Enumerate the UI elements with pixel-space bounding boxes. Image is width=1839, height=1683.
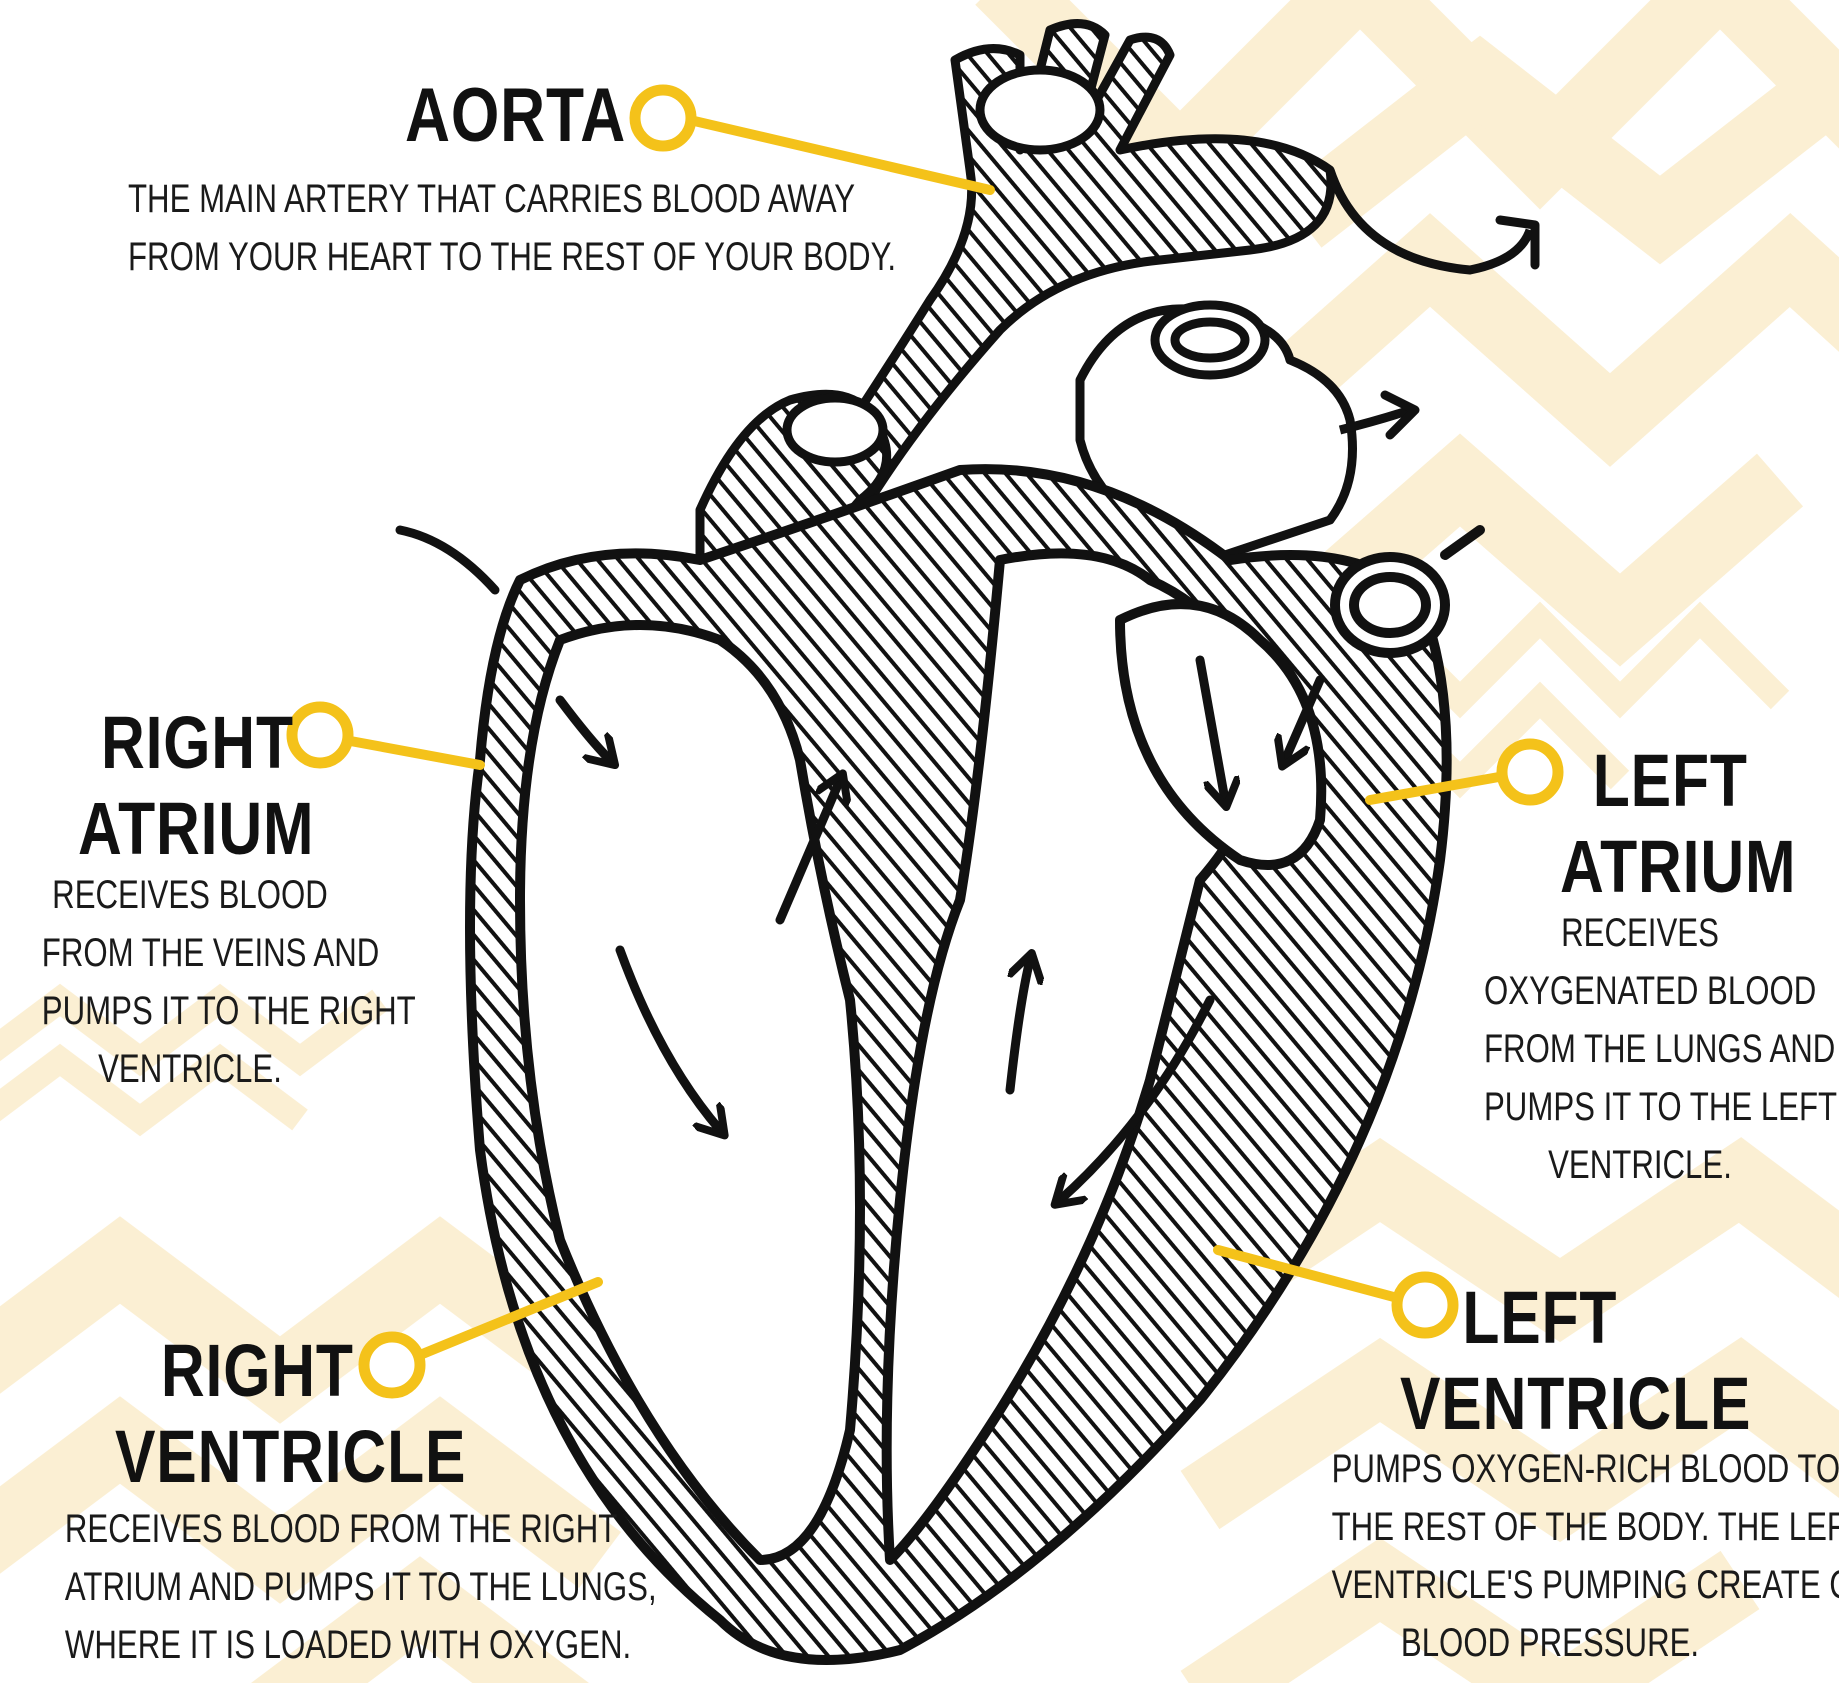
right-atrium-leader-line [345, 740, 480, 765]
left-ventricle-leader-line [1218, 1250, 1405, 1300]
right-ventricle-description: RECEIVES BLOOD FROM THE RIGHT ATRIUM AND… [65, 1500, 525, 1674]
right-atrium-title-line-2: ATRIUM [78, 786, 314, 872]
right-ventricle-desc-line-2: ATRIUM AND PUMPS IT TO THE LUNGS, [65, 1558, 525, 1616]
left-atrium-title: LEFT ATRIUM [1560, 738, 1796, 910]
right-ventricle-title-line-2: VENTRICLE [115, 1414, 466, 1500]
right-atrium-desc-line-1: RECEIVES BLOOD [42, 866, 338, 924]
left-ventricle-desc-line-3: VENTRICLE'S PUMPING CREATE OUR [1332, 1556, 1769, 1614]
left-ventricle-title: LEFT VENTRICLE [1400, 1275, 1751, 1447]
right-ventricle-title: RIGHT VENTRICLE [115, 1328, 466, 1500]
right-ventricle-title-line-1: RIGHT [115, 1328, 466, 1414]
left-atrium-marker [1502, 744, 1558, 800]
left-ventricle-desc-line-1: PUMPS OXYGEN-RICH BLOOD TO [1332, 1440, 1769, 1498]
right-atrium-desc-line-4: VENTRICLE. [42, 1040, 338, 1098]
left-atrium-desc-line-5: VENTRICLE. [1484, 1136, 1796, 1194]
right-atrium-desc-line-2: FROM THE VEINS AND [42, 924, 338, 982]
right-atrium-desc-line-3: PUMPS IT TO THE RIGHT [42, 982, 338, 1040]
left-ventricle-title-line-2: VENTRICLE [1400, 1361, 1751, 1447]
aorta-desc-line-2: FROM YOUR HEART TO THE REST OF YOUR BODY… [128, 228, 896, 286]
left-ventricle-desc-line-2: THE REST OF THE BODY. THE LEFT [1332, 1498, 1769, 1556]
left-atrium-desc-line-4: PUMPS IT TO THE LEFT [1484, 1078, 1796, 1136]
left-atrium-leader-line [1370, 775, 1510, 800]
aorta-desc-line-1: THE MAIN ARTERY THAT CARRIES BLOOD AWAY [128, 170, 896, 228]
left-ventricle-description: PUMPS OXYGEN-RICH BLOOD TO THE REST OF T… [1332, 1440, 1769, 1672]
aorta-marker [635, 90, 691, 146]
right-atrium-title: RIGHT ATRIUM [78, 700, 314, 872]
left-ventricle-desc-line-4: BLOOD PRESSURE. [1332, 1614, 1769, 1672]
left-atrium-description: RECEIVES OXYGENATED BLOOD FROM THE LUNGS… [1484, 904, 1796, 1194]
right-ventricle-desc-line-3: WHERE IT IS LOADED WITH OXYGEN. [65, 1616, 525, 1674]
left-atrium-desc-line-1: RECEIVES [1484, 904, 1796, 962]
right-atrium-description: RECEIVES BLOOD FROM THE VEINS AND PUMPS … [42, 866, 338, 1098]
right-ventricle-desc-line-1: RECEIVES BLOOD FROM THE RIGHT [65, 1500, 525, 1558]
left-atrium-title-line-2: ATRIUM [1560, 824, 1796, 910]
left-ventricle-title-line-1: LEFT [1400, 1275, 1751, 1361]
left-atrium-title-line-1: LEFT [1560, 738, 1796, 824]
aorta-title: AORTA [405, 78, 626, 154]
right-atrium-title-line-1: RIGHT [78, 700, 314, 786]
left-atrium-desc-line-2: OXYGENATED BLOOD [1484, 962, 1796, 1020]
aorta-description: THE MAIN ARTERY THAT CARRIES BLOOD AWAY … [128, 170, 896, 286]
left-atrium-desc-line-3: FROM THE LUNGS AND [1484, 1020, 1796, 1078]
